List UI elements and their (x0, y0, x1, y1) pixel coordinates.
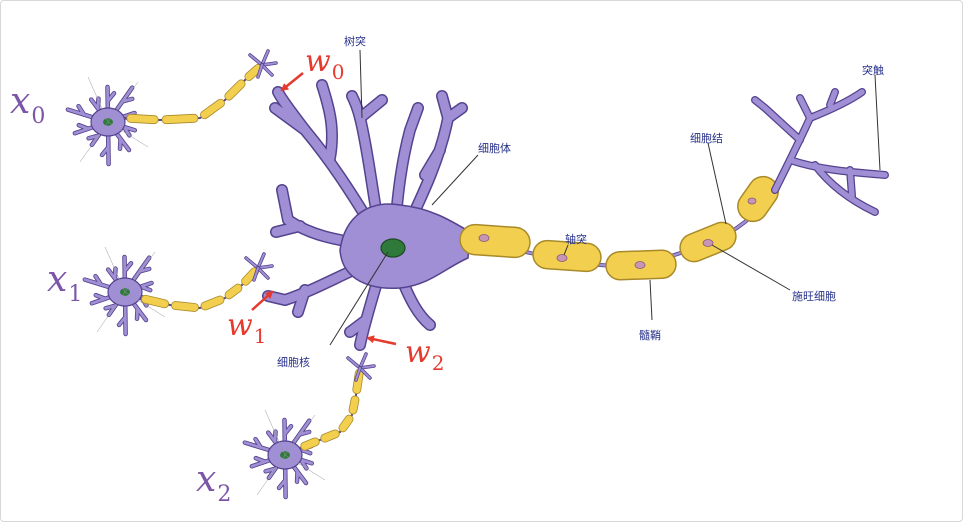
input-myelin-segment (348, 395, 360, 415)
input-neuron-0 (65, 49, 278, 167)
main-nucleus (380, 238, 406, 258)
input-myelin-segment (161, 113, 199, 125)
input-x1: x1 (47, 259, 83, 307)
main-neuron (262, 49, 889, 351)
input-neuron-2 (242, 352, 376, 500)
label-nucleus: 细胞核 (277, 356, 310, 369)
input-myelin-segment (171, 301, 199, 312)
weight-w0: w0 (305, 44, 345, 84)
label-axon: 轴突 (565, 233, 587, 246)
main-dendrites-fill (263, 80, 467, 350)
input-x2: x2 (196, 459, 232, 507)
input-myelin-segment (200, 98, 225, 120)
input-myelin-segment (224, 79, 246, 101)
leader-lines (329, 49, 881, 346)
input-myelin-segment (200, 295, 225, 311)
axon-terminal (751, 88, 889, 216)
input-myelin-segment (300, 437, 320, 451)
input-myelin-segment (320, 429, 340, 443)
input-neurons (65, 49, 376, 500)
myelin-segment (459, 223, 531, 259)
input-myelin-segment (126, 113, 159, 125)
label-soma: 细胞体 (478, 142, 511, 155)
input-neuron-1 (82, 246, 274, 337)
input-myelin-segment (338, 414, 354, 433)
input-myelin-segment (140, 294, 170, 309)
weight-arrow-2 (366, 335, 397, 346)
weight-w2: w2 (405, 335, 445, 375)
input-myelin-segment (224, 283, 243, 300)
schwann-nuclei (478, 197, 757, 269)
label-node: 细胞结 (690, 132, 723, 145)
myelin-sheaths (459, 175, 779, 281)
label-schwann: 施旺细胞 (792, 290, 836, 303)
label-dendrite: 树突 (344, 35, 366, 48)
label-myelin: 髓鞘 (639, 329, 661, 342)
weight-arrows (251, 72, 397, 346)
main-axon (459, 175, 779, 281)
myelin-segment (532, 239, 602, 273)
weight-w1: w1 (227, 308, 267, 348)
myelin-segment (737, 175, 779, 223)
label-synapse: 突触 (862, 64, 884, 77)
weight-arrow-1 (251, 290, 274, 311)
input-x0: x0 (10, 81, 46, 129)
weight-arrow-0 (280, 72, 304, 92)
